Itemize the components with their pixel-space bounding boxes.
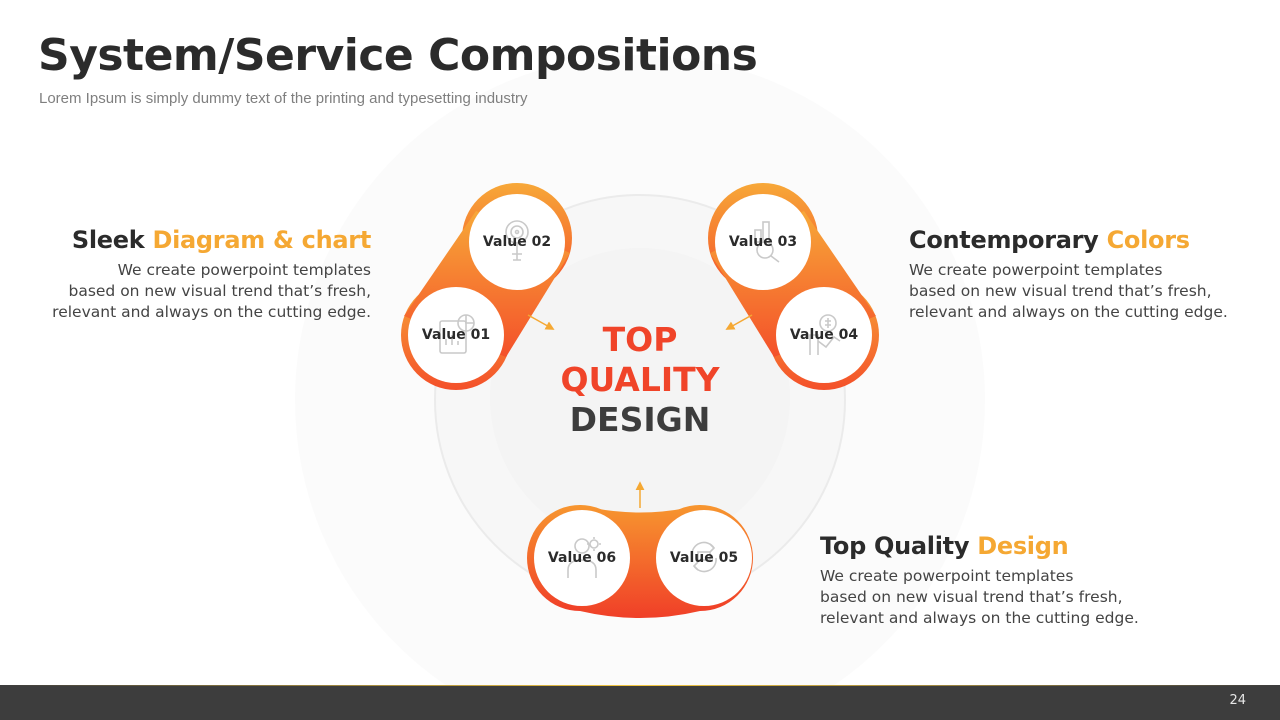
value-node-label: Value 03	[728, 234, 798, 250]
body-line: based on new visual trend that’s fresh,	[68, 282, 371, 300]
value-node-01: Value 01	[408, 287, 504, 383]
body-line: We create powerpoint templates	[909, 261, 1163, 279]
body-line: We create powerpoint templates	[820, 567, 1074, 585]
magnifier-chart-icon	[754, 221, 780, 263]
body-line: relevant and always on the cutting edge.	[52, 303, 371, 321]
body-line: We create powerpoint templates	[117, 261, 371, 279]
text-block-left: Sleek Diagram & chart We create powerpoi…	[40, 226, 371, 323]
block-heading: Top Quality Design	[820, 532, 1160, 560]
money-chart-icon	[809, 314, 841, 355]
page-number: 24	[1229, 693, 1246, 708]
footer-bar: 24	[0, 685, 1280, 720]
value-node-02: Value 02	[469, 194, 565, 290]
value-node-04: Value 04	[776, 287, 872, 383]
body-line: based on new visual trend that’s fresh,	[909, 282, 1212, 300]
value-node-03: Value 03	[715, 194, 811, 290]
block-heading: Contemporary Colors	[909, 226, 1249, 254]
text-block-right: Contemporary Colors We create powerpoint…	[909, 226, 1249, 323]
body-line: relevant and always on the cutting edge.	[909, 303, 1228, 321]
body-line: based on new visual trend that’s fresh,	[820, 588, 1123, 606]
text-block-bottom: Top Quality Design We create powerpoint …	[820, 532, 1160, 629]
target-dart-icon	[505, 220, 529, 261]
footer-accent-line	[0, 685, 1280, 686]
value-node-label: Value 01	[421, 327, 491, 343]
value-node-label: Value 06	[547, 550, 617, 566]
block-body: We create powerpoint templates based on …	[820, 566, 1160, 629]
heading-accent: Colors	[1106, 226, 1190, 254]
heading-plain: Sleek	[71, 226, 153, 254]
clipboard-chart-icon	[439, 314, 475, 354]
heading-accent: Diagram & chart	[152, 226, 371, 254]
block-heading: Sleek Diagram & chart	[40, 226, 371, 254]
value-node-label: Value 04	[789, 327, 859, 343]
arrow-right	[725, 314, 753, 330]
arrow-left	[527, 314, 555, 330]
center-line-1: TOP	[602, 320, 678, 359]
value-node-label: Value 02	[482, 234, 552, 250]
heading-accent: Design	[977, 532, 1069, 560]
heading-plain: Contemporary	[909, 226, 1107, 254]
slide-title: System/Service Compositions	[38, 30, 758, 81]
value-node-label: Value 05	[669, 550, 739, 566]
center-title: TOP QUALITY DESIGN	[520, 320, 760, 440]
value-node-05: Value 05	[656, 510, 752, 606]
refresh-cycle-icon	[691, 541, 717, 573]
value-node-06: Value 06	[534, 510, 630, 606]
slide-subtitle: Lorem Ipsum is simply dummy text of the …	[39, 90, 528, 107]
center-line-2: QUALITY	[560, 360, 720, 399]
center-line-3: DESIGN	[569, 400, 711, 439]
person-gear-icon	[567, 537, 601, 578]
block-body: We create powerpoint templates based on …	[40, 260, 371, 323]
heading-plain: Top Quality	[820, 532, 978, 560]
block-body: We create powerpoint templates based on …	[909, 260, 1249, 323]
body-line: relevant and always on the cutting edge.	[820, 609, 1139, 627]
